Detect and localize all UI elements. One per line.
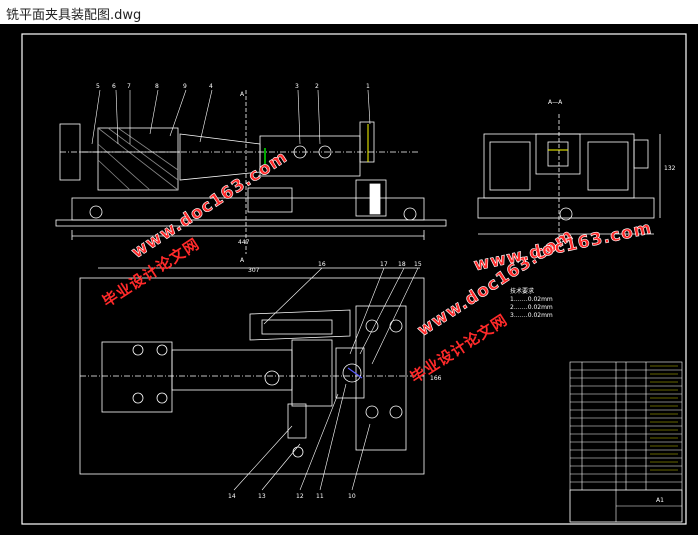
bom-table (569, 361, 683, 523)
part-no-15: 15 (414, 261, 422, 268)
part-no-17: 17 (380, 261, 388, 268)
part-no-1: 1 (366, 83, 370, 90)
side-base (477, 197, 655, 219)
view-marker-top: A (240, 91, 245, 98)
req-line-1: 1.……0.02mm (510, 296, 553, 303)
part-no-7: 7 (127, 83, 131, 90)
vise-jaw-block (97, 127, 179, 191)
plan-base (79, 277, 425, 475)
part-no-16: 16 (318, 261, 326, 268)
req-heading: 技术要求 (510, 288, 535, 295)
part-no-3: 3 (295, 83, 299, 90)
front-view (55, 90, 447, 254)
tech-requirements: 技术要求 1.……0.02mm 2.……0.02mm 3.……0.02mm (510, 288, 553, 320)
front-leaders (91, 89, 371, 145)
dim-main-length: 447 (238, 239, 250, 246)
part-no-6: 6 (112, 83, 116, 90)
plan-leaders (233, 267, 419, 491)
bom-accent (650, 365, 678, 471)
side-view (477, 114, 661, 244)
part-no-13: 13 (258, 493, 266, 500)
part-no-5: 5 (96, 83, 100, 90)
part-no-18: 18 (398, 261, 406, 268)
plan-accent (347, 367, 363, 379)
base-flange (55, 219, 447, 227)
front-accent (264, 124, 369, 164)
part-no-2: 2 (315, 83, 319, 90)
cad-drawing: 5 6 7 8 9 4 3 2 1 A A 447 A—A 220 (21, 33, 687, 525)
part-no-4: 4 (209, 83, 213, 90)
section-label: A—A (548, 99, 563, 106)
part-no-8: 8 (155, 83, 159, 90)
part-no-11: 11 (316, 493, 324, 500)
window-title: 铣平面夹具装配图.dwg (6, 8, 142, 23)
req-line-2: 2.……0.02mm (510, 304, 553, 311)
part-no-14: 14 (228, 493, 236, 500)
drawing-canvas[interactable]: 5 6 7 8 9 4 3 2 1 A A 447 A—A 220 (0, 24, 698, 535)
dim-side-width: 220 (558, 237, 570, 244)
end-plate (359, 121, 375, 163)
plan-view (79, 267, 425, 475)
req-line-3: 3.……0.02mm (510, 312, 553, 319)
dim-side-height: 132 (664, 165, 676, 172)
window-titlebar: 铣平面夹具装配图.dwg (0, 0, 698, 25)
dim-plan-height: 166 (430, 375, 442, 382)
part-no-9: 9 (183, 83, 187, 90)
part-no-12: 12 (296, 493, 304, 500)
drawing-border (21, 33, 687, 525)
title-block-code: A1 (656, 497, 664, 504)
dim-plan-length: 307 (248, 267, 260, 274)
view-marker-bottom: A (240, 257, 245, 264)
part-no-10: 10 (348, 493, 356, 500)
